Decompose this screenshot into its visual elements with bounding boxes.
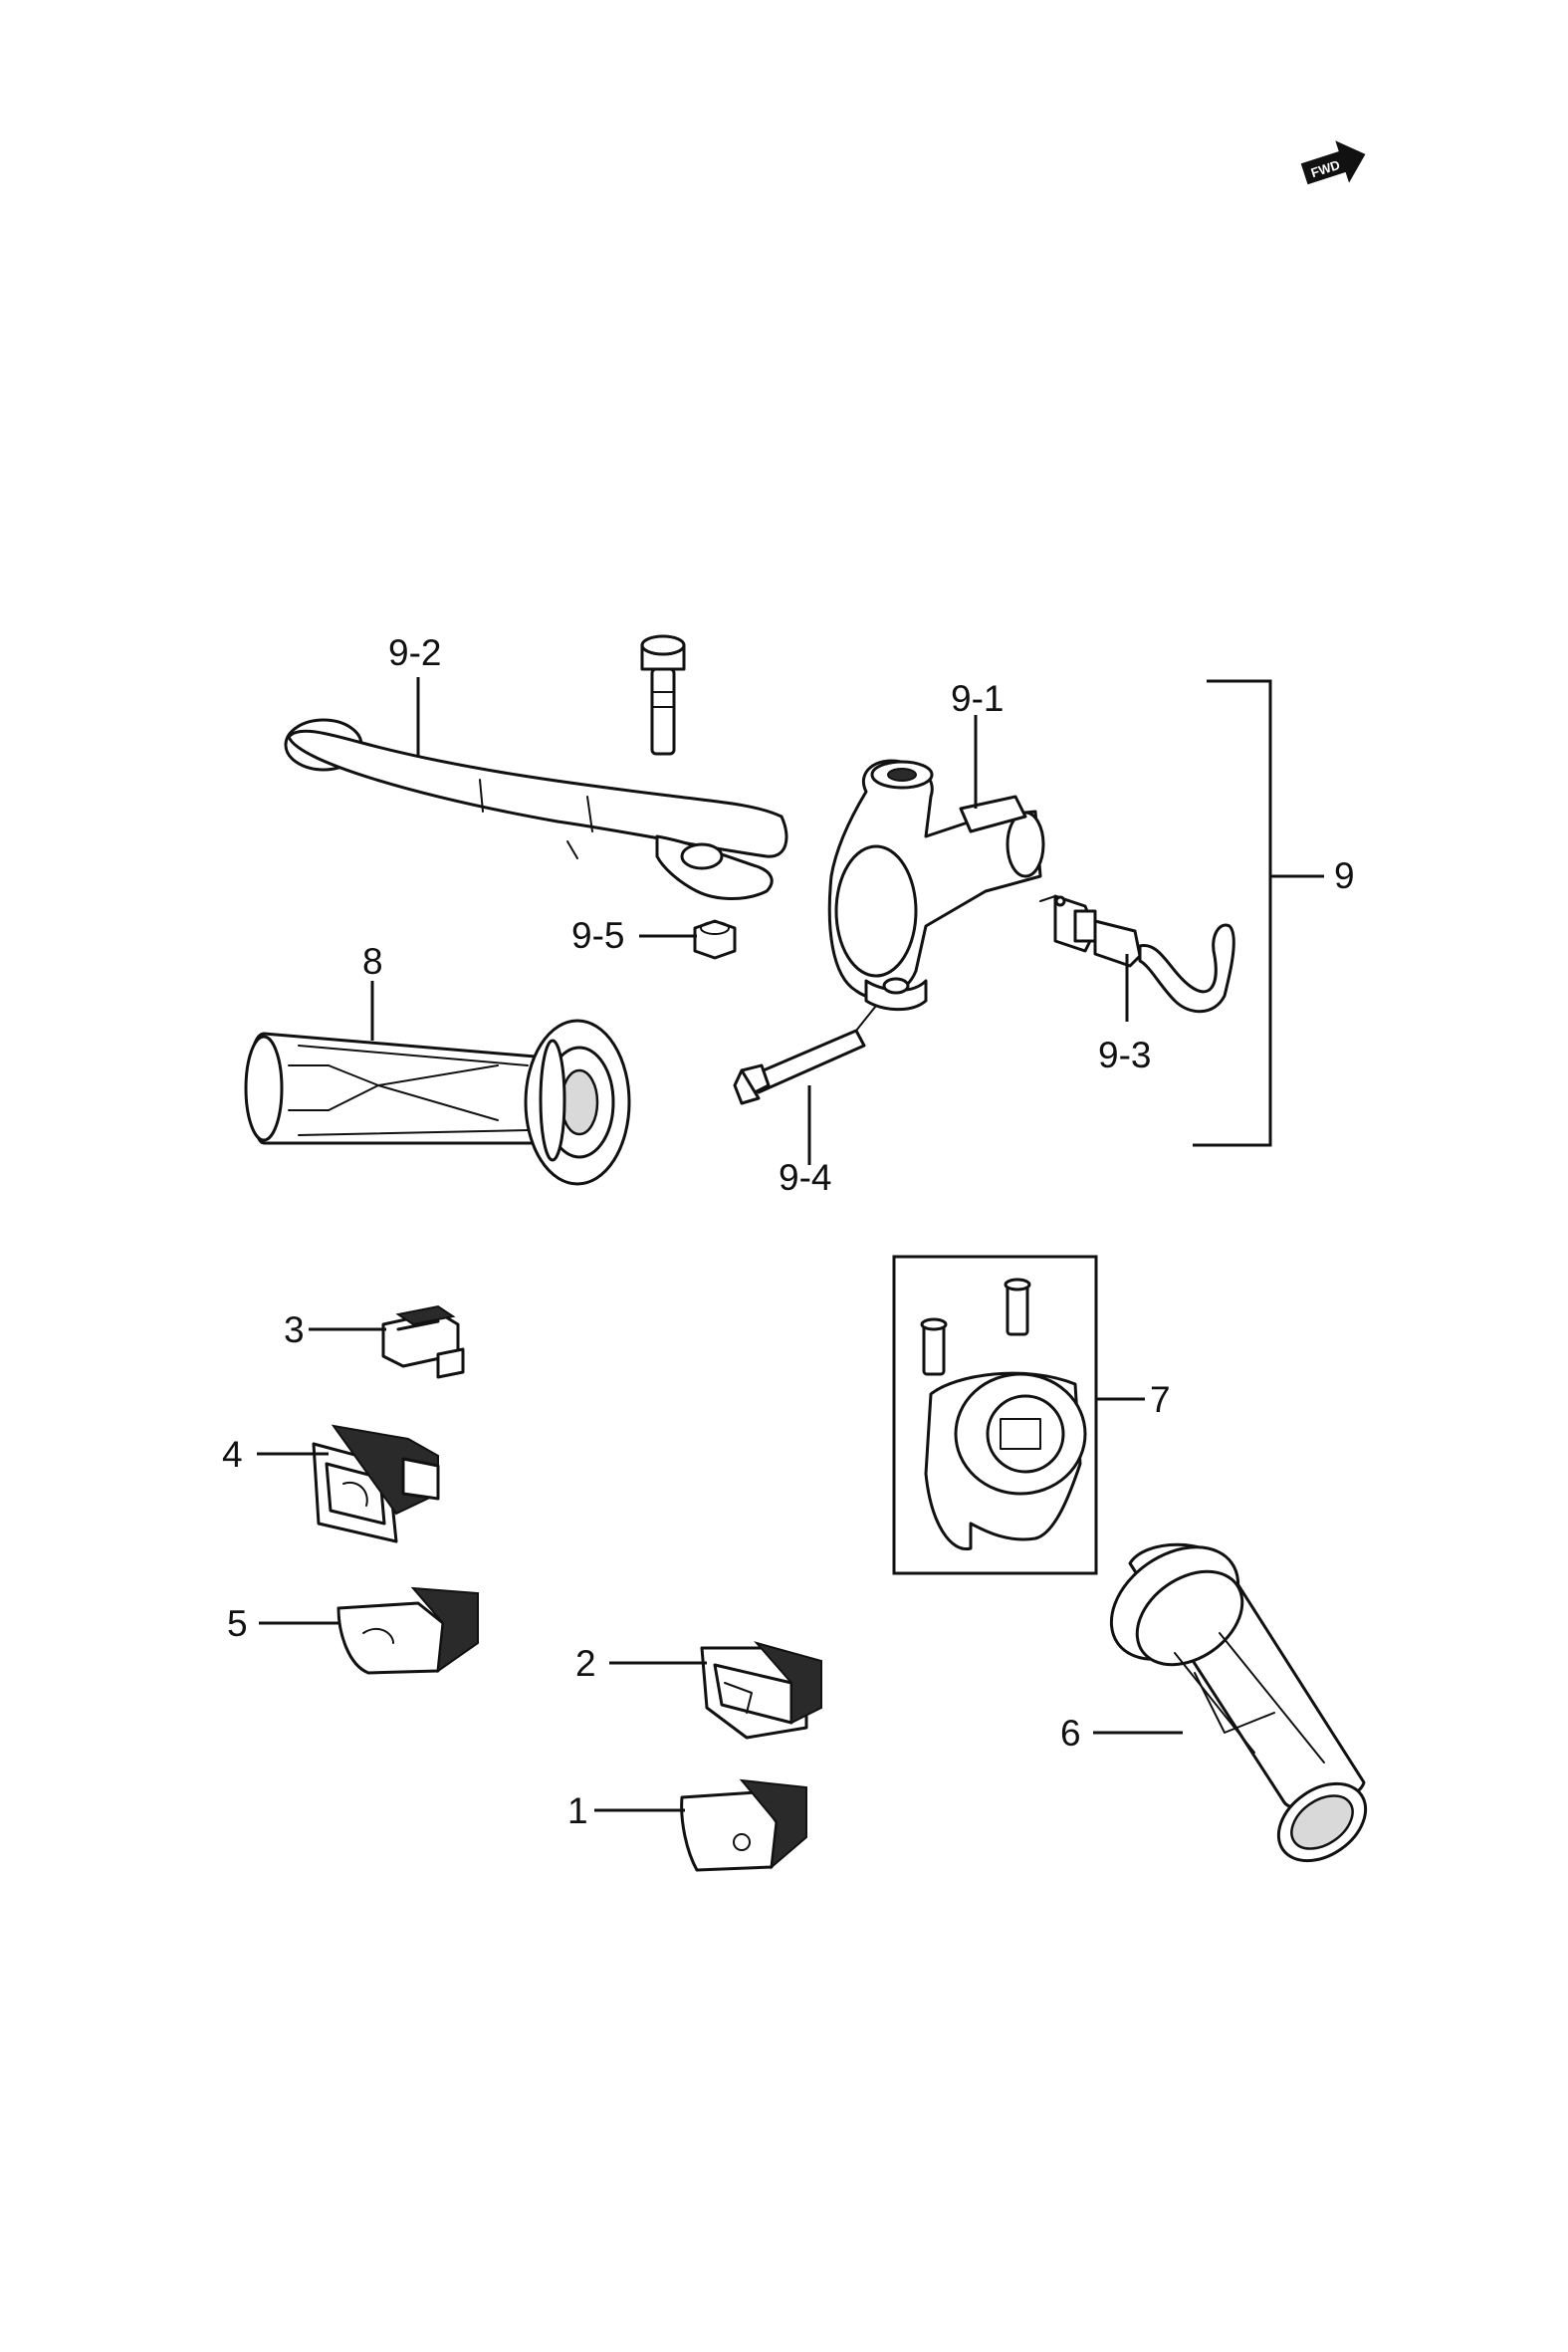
callout-2: 2 <box>575 1643 596 1684</box>
callout-8: 8 <box>362 941 383 982</box>
left-grip-part <box>244 1019 631 1186</box>
callout-1: 1 <box>567 1790 588 1831</box>
switch-4-part <box>312 1424 440 1543</box>
callout-9-2: 9-2 <box>388 632 441 673</box>
callout-9-5: 9-5 <box>571 915 624 956</box>
callout-7: 7 <box>1150 1379 1171 1420</box>
callout-9-3: 9-3 <box>1098 1035 1151 1075</box>
callout-6: 6 <box>1060 1713 1081 1754</box>
group-9-bracket <box>1193 679 1272 1147</box>
switch-3-part <box>381 1304 465 1379</box>
switch-2-part <box>700 1641 822 1740</box>
lever-pivot-bolt-part <box>640 634 686 756</box>
throttle-housing-part <box>920 1278 1087 1551</box>
callout-9-1: 9-1 <box>951 678 1004 719</box>
switch-1-part <box>680 1778 807 1872</box>
lever-holder-part <box>827 759 1045 1012</box>
part-7-box <box>892 1255 1098 1575</box>
holder-bolt-part <box>733 1005 877 1105</box>
leader-lines <box>257 677 1324 1812</box>
callout-9-4: 9-4 <box>779 1157 831 1198</box>
switch-5-part <box>336 1586 479 1675</box>
callout-3: 3 <box>284 1309 305 1350</box>
forward-arrow-icon: FWD <box>1300 140 1366 185</box>
callout-9: 9 <box>1334 855 1355 896</box>
right-grip-part <box>1109 1542 1368 1863</box>
callout-4: 4 <box>222 1434 243 1475</box>
callout-5: 5 <box>227 1603 248 1644</box>
brake-lever-part <box>284 718 788 900</box>
brake-switch-part <box>1039 894 1235 1014</box>
lever-nut-part <box>693 919 737 960</box>
